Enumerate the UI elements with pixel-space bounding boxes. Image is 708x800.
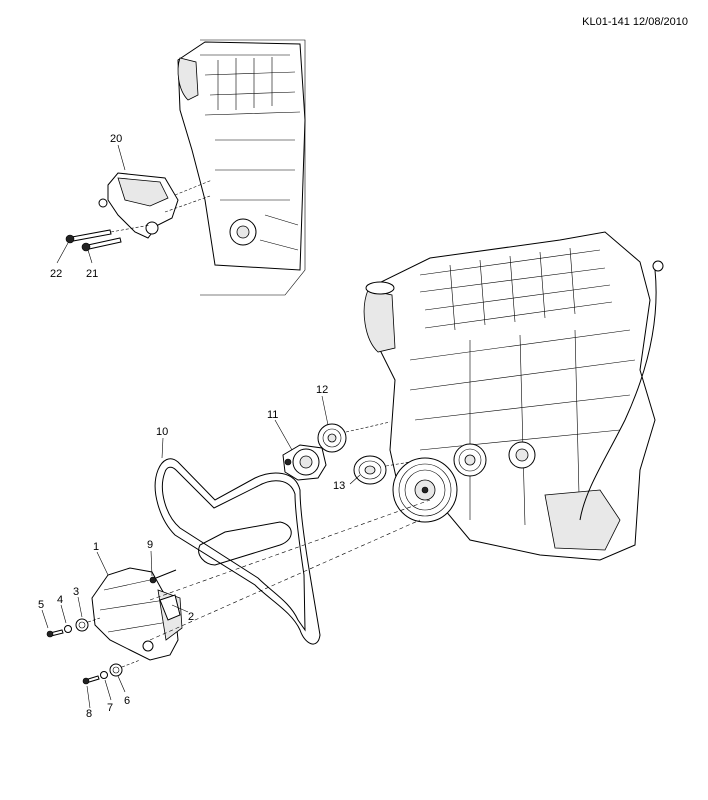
callout-20: 20 [110, 133, 122, 145]
diagram-reference-code: KL01-141 12/08/2010 [582, 16, 688, 28]
part-2-bracket [159, 594, 181, 621]
callout-10: 10 [156, 426, 168, 438]
callout-8: 8 [86, 708, 92, 720]
inset-engine-drawing [177, 41, 306, 271]
callout-6: 6 [124, 695, 130, 707]
crankshaft-pulley [392, 457, 458, 523]
part-12-idler-pulley [317, 421, 391, 453]
part-20-mount-bracket [98, 172, 213, 239]
parts-6-7-8-fasteners [82, 659, 141, 685]
callout-2: 2 [188, 611, 194, 623]
callout-12: 12 [316, 384, 328, 396]
callout-7: 7 [107, 702, 113, 714]
parts-3-4-5-fasteners [46, 617, 101, 638]
callout-3: 3 [73, 586, 79, 598]
water-pump-pulley [508, 441, 536, 469]
parts-21-22-bolts [65, 224, 151, 252]
callout-5: 5 [38, 599, 44, 611]
callout-13: 13 [333, 480, 345, 492]
callout-4: 4 [57, 594, 63, 606]
callout-22: 22 [50, 268, 62, 280]
callout-11: 11 [267, 409, 278, 421]
engine-assembly-drawing [363, 231, 664, 561]
part-1-front-cover [91, 499, 431, 661]
leader-lines [41, 144, 361, 709]
callout-labels: 20 22 21 10 11 12 13 1 9 2 3 4 5 6 7 8 [38, 133, 345, 720]
part-10-drive-belt [154, 458, 321, 645]
part-13-idler-pulley [353, 455, 411, 485]
inset-view [65, 39, 306, 296]
callout-21: 21 [86, 268, 98, 280]
part-11-belt-tensioner [282, 444, 327, 481]
alternator-pulley [453, 443, 487, 477]
callout-1: 1 [93, 541, 99, 553]
part-9-bolt [149, 569, 177, 584]
callout-9: 9 [147, 539, 153, 551]
